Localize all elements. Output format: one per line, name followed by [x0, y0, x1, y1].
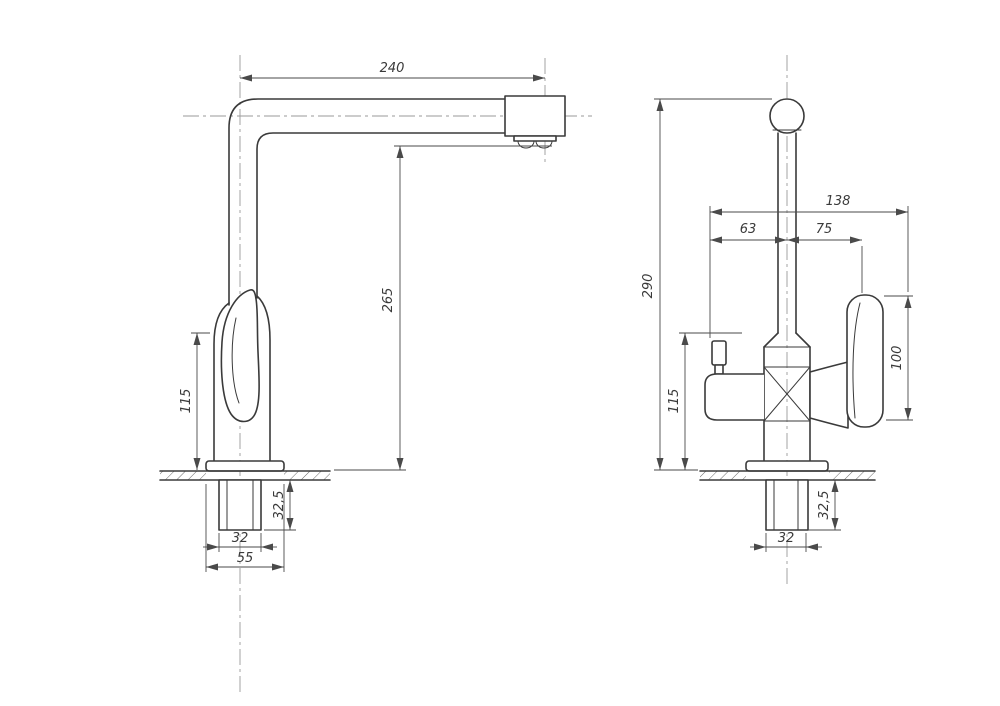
spout-outer-edge — [228, 98, 506, 306]
mixer-lever — [809, 294, 884, 429]
dim-label-100: 100 — [890, 346, 905, 371]
filter-valve-block — [704, 373, 764, 421]
body-cross-line-2 — [763, 366, 811, 422]
base-flange-front — [745, 460, 829, 472]
dim-label-75: 75 — [816, 222, 833, 237]
flare-right — [795, 332, 811, 348]
base-front — [699, 460, 876, 531]
dim-label-265: 265 — [381, 288, 396, 313]
handle-inner-line — [231, 317, 240, 404]
lever-handle — [846, 294, 884, 428]
lever-cone — [809, 361, 849, 429]
shank-front — [765, 479, 809, 531]
aerator — [513, 135, 557, 142]
lever-inner-line — [852, 302, 861, 419]
spout-head — [504, 95, 566, 137]
faucet-body-side — [213, 295, 271, 462]
counter-hatch-front-right — [829, 471, 875, 480]
body-left-edge — [213, 302, 230, 462]
flare-left — [763, 332, 779, 348]
dim-label-32-side: 32 — [232, 531, 249, 546]
dim-label-138: 138 — [826, 194, 851, 209]
counter-hatch-left — [160, 471, 206, 480]
filter-handle-stem — [714, 364, 724, 375]
filter-handle-tab — [711, 340, 727, 366]
dim-label-115-side: 115 — [179, 389, 194, 414]
spout-inner-edge — [256, 132, 506, 299]
counter-hatch-right — [284, 471, 330, 480]
dim-label-240: 240 — [380, 61, 405, 76]
front-view: 290 138 63 75 100 115 32,5 — [641, 55, 913, 588]
handle-side — [220, 288, 260, 423]
base-side — [159, 460, 331, 531]
dim-label-32-5-front: 32,5 — [817, 491, 832, 520]
dim-label-55: 55 — [237, 551, 254, 566]
filter-handle — [704, 340, 764, 421]
ball-joint — [769, 98, 805, 134]
dim-label-115-front: 115 — [667, 389, 682, 414]
aerator-bump-left — [517, 140, 535, 149]
dim-label-63: 63 — [740, 222, 757, 237]
dim-label-32-front: 32 — [778, 531, 795, 546]
handle-outline — [220, 288, 260, 423]
side-view: 240 265 115 32,5 32 55 — [159, 55, 592, 692]
side-view-dimensions: 240 265 115 32,5 32 55 — [179, 61, 552, 572]
counter-hatch-front-left — [700, 471, 746, 480]
body-right-edge — [256, 295, 271, 462]
base-flange — [205, 460, 285, 472]
spout-pipe — [228, 95, 566, 306]
front-view-dimensions: 290 138 63 75 100 115 32,5 — [641, 98, 913, 552]
dim-label-32-5-side: 32,5 — [272, 491, 287, 520]
aerator-bump-right — [535, 140, 553, 149]
shank — [218, 479, 262, 531]
dim-label-290: 290 — [641, 274, 656, 299]
riser-front — [763, 98, 811, 348]
